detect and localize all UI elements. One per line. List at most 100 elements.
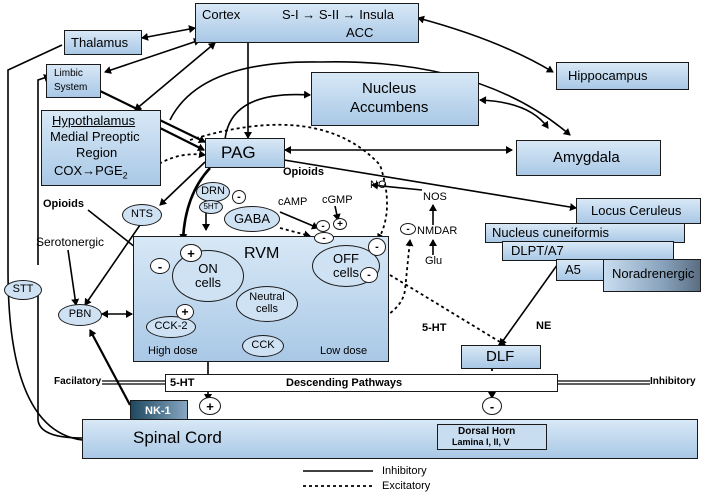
pbn-label: PBN [68,308,92,321]
edge-dotted-pag-off [189,123,388,241]
cortex-box: Cortex S-I → S-II → Insula ACC [195,3,419,43]
spinal-cord-box: Spinal Cord [82,419,698,459]
cortex-label: Cortex [202,7,241,22]
minus-sign-camp: - [316,220,330,232]
locus-ceruleus-box: Locus Ceruleus [576,198,701,224]
nk1-label: NK-1 [145,405,171,417]
cox-pge2-subscript: 2 [122,170,128,181]
minus-sign-off-lower: - [360,267,378,283]
hippocampus-label: Hippocampus [568,68,648,83]
legend-excitatory-label: Excitatory [382,480,431,492]
facilatory-label: Facilatory [54,376,102,387]
gaba-label: GABA [233,211,271,227]
nos-label: NOS [423,191,447,203]
off-cells-line1: OFF [333,251,359,267]
descending-pathways-label: Descending Pathways [286,377,403,389]
thalamus-box: Thalamus [64,30,142,55]
inhibitory-side-label: Inhibitory [650,376,696,387]
amygdala-box: Amygdala [516,140,661,176]
edge-stt-down [37,295,83,439]
a5-box: A5 [556,259,604,281]
cortex-pathway-label: S-I → S-II → Insula [282,7,394,22]
region-label: Region [76,145,118,160]
fiveht-node: 5HT [199,200,223,214]
nucleus-accumbens-box: Nucleus Accumbens [311,72,479,126]
edge-cortex-hippocampus [417,15,554,73]
gaba-node: GABA [224,206,280,232]
cck-label: CCK [251,339,275,352]
edge-cgmp-plus [332,205,341,221]
pag-label: PAG [221,143,256,162]
edge-serotonergic-pbn [67,249,80,306]
cox-pge2-text: COX→PGE [54,163,123,178]
high-dose-label: High dose [148,345,198,357]
drn-label: DRN [201,185,225,198]
nmdar-label: NMDAR [417,225,458,237]
dlpt-label: DLPT/A7 [511,243,564,258]
plus-sign-cck2: + [176,304,194,320]
cox-pge2-label: COX→PGE2 [54,163,128,181]
nts-node: NTS [122,204,162,226]
minus-sign-nmdar: - [400,223,416,235]
edge-cortex-hypothalamus [134,42,216,111]
edge-pag-rvm [179,167,211,241]
edge-pag-nts [159,161,206,206]
neutral-cells-node: Neutral cells [236,286,298,322]
dorsal-horn-line2: Lamina I, II, V [452,437,510,447]
dorsal-horn-line1: Dorsal Horn [458,426,516,437]
plus-sign-rvm: + [180,244,202,262]
cck-node: CCK [242,335,284,357]
nts-label: NTS [131,208,153,221]
edge-dotted-off-dlf [389,274,506,346]
neutral-cells-line2: cells [255,303,278,315]
plus-sign-spinal: + [199,397,221,415]
edge-pag-lc [283,159,577,211]
limbic-system-box: Limbic System [46,64,101,98]
locus-ceruleus-label: Locus Ceruleus [591,203,682,218]
stt-node: STT [4,280,42,300]
limbic-label-line1: Limbic [54,68,83,79]
edge-dotted-gaba [279,227,311,239]
descending-pathways-band: 5-HT Descending Pathways [165,374,558,392]
pbn-node: PBN [58,304,102,326]
dlf-box: DLF [461,345,541,369]
minus-sign-spinal: - [482,397,502,415]
edge-cortex-thalamus [141,25,196,41]
opioids-top-label: Opioids [283,166,324,178]
hypothalamus-box: Hypothalamus Medial Preoptic Region COX→… [41,110,161,186]
fiveht-small-label: 5HT [203,201,219,211]
dlf-label: DLF [486,348,515,365]
pag-box: PAG [205,138,285,168]
fiveht-low-label: 5-HT [170,377,195,389]
spinal-cord-label: Spinal Cord [133,428,222,447]
rvm-label: RVM [244,245,280,262]
minus-sign-off: - [368,238,386,256]
serotonergic-label: Serotonergic [36,235,105,249]
fiveht-mid-label: 5-HT [422,322,447,334]
cck2-label: CCK-2 [154,320,188,333]
on-cells-line1: ON [198,261,218,277]
amygdala-label: Amygdala [553,149,620,166]
edge-nts-pbn [84,224,141,306]
minus-sign-drn: - [232,190,246,204]
legend-inhibitory-label: Inhibitory [382,465,427,477]
acc-label: ACC [346,25,374,40]
stt-label: STT [12,283,34,296]
limbic-label-line2: System [54,82,88,93]
no-label: NO [370,179,387,191]
low-dose-label: Low dose [320,345,368,357]
edge-nk1-pbn [89,329,131,406]
cgmp-label: cGMP [322,194,353,206]
camp-label: cAMP [278,196,308,208]
edge-camp-minus [279,211,319,230]
dlpt-box: DLPT/A7 [502,241,674,261]
minus-sign-rvm: - [150,258,170,274]
minus-sign-gaba-off: - [314,232,334,244]
opioids-left-label: Opioids [43,198,84,210]
edge-accumbens-amygdala [479,96,549,129]
cck2-node: CCK-2 [146,316,196,338]
neutral-cells-line1: Neutral [249,291,285,304]
nucleus-accumbens-line2: Accumbens [350,99,429,116]
drn-node: DRN [196,182,230,202]
